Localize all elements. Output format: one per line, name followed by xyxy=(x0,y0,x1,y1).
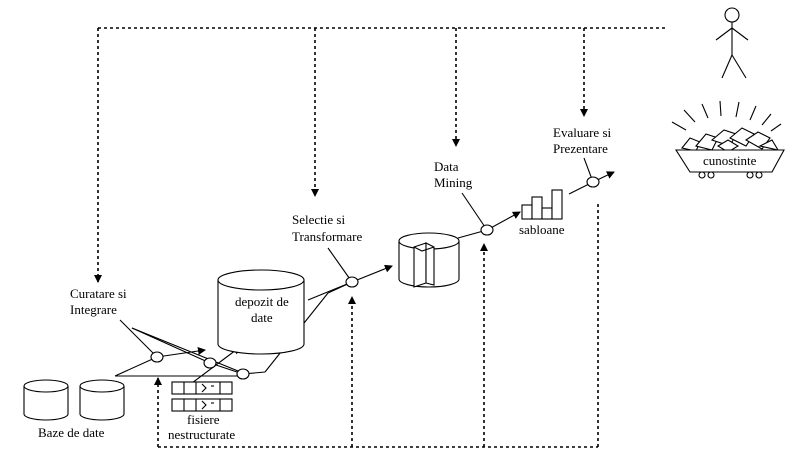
data-warehouse-cylinder-icon xyxy=(217,269,305,355)
process-nodes xyxy=(150,176,600,380)
knowledge-mine-cart-icon xyxy=(671,100,785,179)
flow-node1-to-node2 xyxy=(156,347,206,358)
feedback-dashed-lines xyxy=(94,27,668,448)
label-cunostinte: cunostinte xyxy=(703,153,757,168)
label-sabloane: sabloane xyxy=(519,222,565,237)
database-cylinder-icon xyxy=(79,379,125,421)
label-selectie-line2: Transformare xyxy=(292,229,363,244)
label-selectie-line1: Selectie si xyxy=(292,212,345,227)
node-evaluare xyxy=(586,176,600,188)
label-fisiere-line1: fisiere xyxy=(187,412,220,427)
fan-line-c xyxy=(131,327,244,374)
node-curatare-1 xyxy=(150,351,164,363)
flow-selectie-to-cube xyxy=(351,264,393,283)
label-depozit-line1: depozit de xyxy=(235,294,289,309)
label-evaluare-line1: Evaluare si xyxy=(553,125,612,140)
database-cylinder-icon xyxy=(23,379,69,421)
label-depozit-line2: date xyxy=(251,310,273,325)
node-data-mining xyxy=(480,224,494,236)
label-fisiere-line2: nestructurate xyxy=(168,427,235,442)
process-flow-lines xyxy=(114,157,615,384)
label-evaluare-line2: Prezentare xyxy=(553,141,608,156)
mining-label-pointer xyxy=(461,192,488,231)
fan-line-a xyxy=(119,319,158,358)
label-curatare-line1: Curatare si xyxy=(70,286,127,301)
unstructured-files-icon xyxy=(171,381,233,412)
diagram-labels: Baze de date fisiere nestructurate Curat… xyxy=(38,125,757,442)
flow-baze-to-node1 xyxy=(114,356,158,377)
flow-depozit-to-selectie xyxy=(307,281,353,301)
node-curatare-2 xyxy=(203,357,217,369)
label-curatare-line2: Integrare xyxy=(70,302,117,317)
node-selectie xyxy=(345,276,359,288)
data-cube-icon xyxy=(398,232,460,288)
label-data-mining-line2: Mining xyxy=(434,175,473,190)
selectie-label-pointer xyxy=(327,247,353,283)
user-stick-figure-icon xyxy=(715,7,749,79)
patterns-bar-chart-icon xyxy=(521,189,563,220)
label-data-mining-line1: Data xyxy=(434,159,459,174)
node-curatare-3 xyxy=(236,368,250,380)
label-baze-de-date: Baze de date xyxy=(38,425,105,440)
